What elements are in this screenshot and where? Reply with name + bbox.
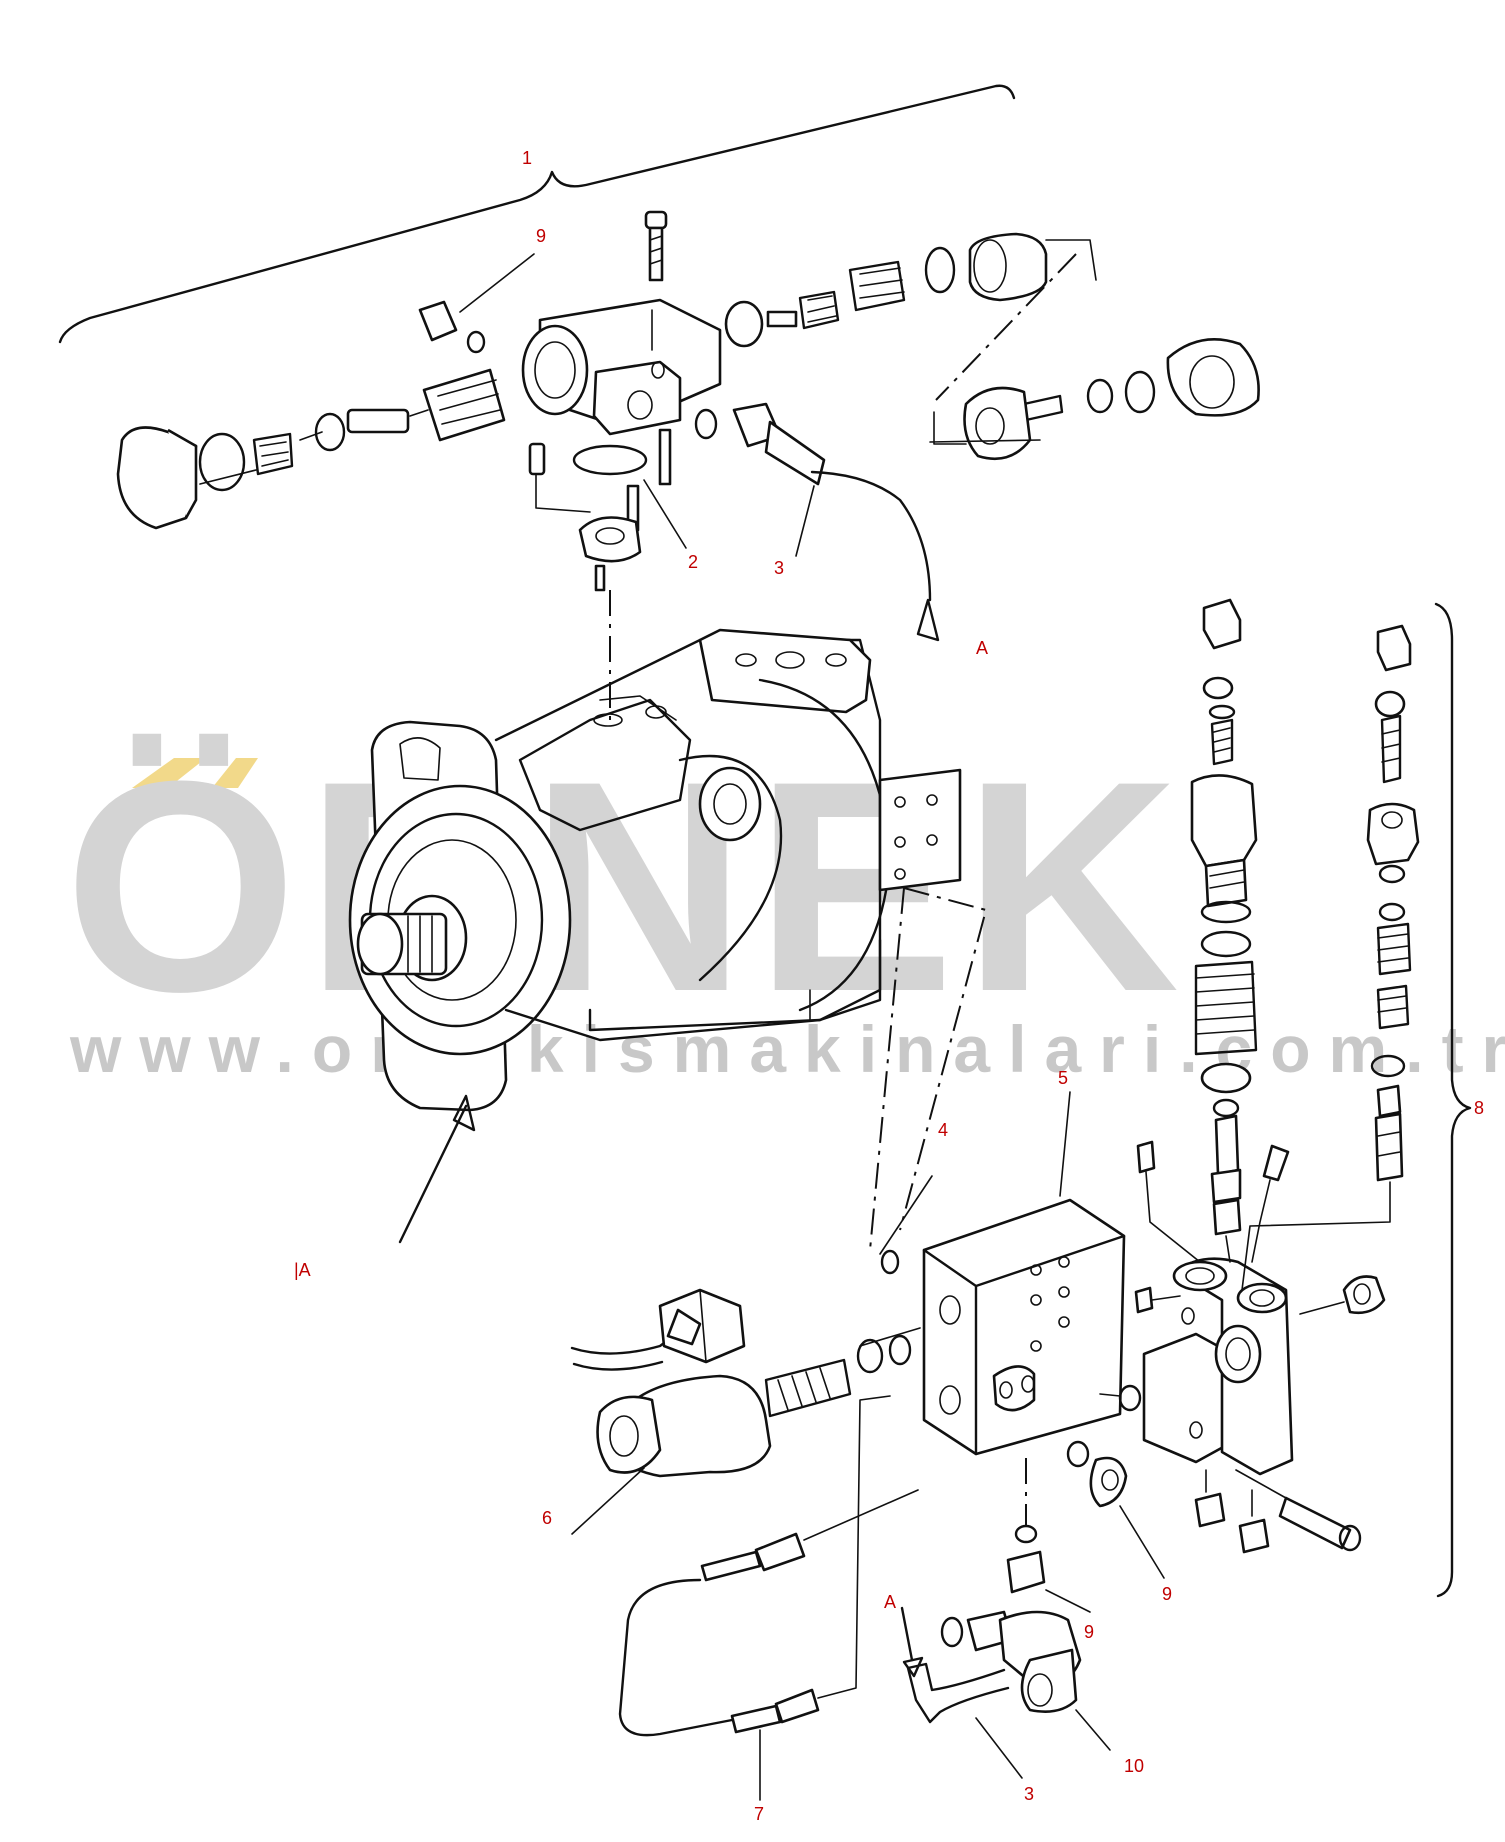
callout-6: 6 (542, 1508, 552, 1528)
oring-and-pins (528, 428, 672, 592)
watermark: ÖRNEK www.ornekismakinalari.com.tr (64, 718, 1505, 1086)
leader-2 (643, 479, 687, 549)
leader-3-bottom (975, 1717, 1023, 1779)
main-pump (348, 628, 962, 1112)
callout-3-top: 3 (774, 558, 784, 578)
assembly-1-bracket (58, 84, 1016, 344)
leader-9-right (1119, 1505, 1165, 1579)
callout-a-bottom: A (884, 1592, 896, 1612)
arrow-a-bottom (900, 1606, 924, 1678)
watermark-url: www.ornekismakinalari.com.tr (69, 1012, 1505, 1086)
bolts-8 (1194, 1469, 1362, 1554)
plug-9-right (1066, 1440, 1128, 1508)
leader-3-top (795, 485, 815, 557)
callout-10: 10 (1124, 1756, 1144, 1776)
top-right-spring-stack (724, 232, 1097, 348)
oring-4 (880, 1249, 900, 1275)
callout-3-bottom: 3 (1024, 1784, 1034, 1804)
plug-9-mid (1006, 1458, 1046, 1594)
fitting-10 (906, 1610, 1082, 1724)
callout-a-left: |A (294, 1260, 311, 1280)
left-spool-stack (116, 368, 506, 530)
watermark-brand: ÖRNEK (64, 718, 1187, 1054)
leader-5 (1059, 1091, 1071, 1197)
plug-9-top (418, 300, 486, 354)
leader-6 (571, 1467, 645, 1535)
callout-4: 4 (938, 1120, 948, 1140)
manifold-block-5 (922, 1198, 1126, 1456)
sender-3-top (694, 402, 940, 642)
callout-a-top: A (976, 638, 988, 658)
cartridge-left (1190, 598, 1258, 1263)
top-valve-body (521, 298, 722, 436)
valve-body-8 (1099, 1257, 1386, 1476)
arrow-a-left (398, 1094, 476, 1244)
callout-5: 5 (1058, 1068, 1068, 1088)
top-screw (644, 210, 668, 282)
callout-2: 2 (688, 552, 698, 572)
watermark-accent-mark (212, 758, 258, 788)
axis-pump-to-manifold-2 (869, 887, 905, 1251)
callout-7: 7 (754, 1804, 764, 1824)
leader-10 (1075, 1709, 1111, 1751)
callout-9-mid: 9 (1084, 1622, 1094, 1642)
sender-7 (618, 1395, 919, 1737)
right-cap-assembly (929, 253, 1260, 461)
callout-1: 1 (522, 148, 532, 168)
callout-9-right: 9 (1162, 1584, 1172, 1604)
callout-8: 8 (1474, 1098, 1484, 1118)
leader-9-mid (1045, 1589, 1091, 1613)
callouts: 1 9 2 3 A 8 5 4 |A 6 9 A 9 10 3 7 (294, 148, 1484, 1824)
leader-9-top (459, 253, 535, 313)
assembly-8-bracket (1434, 602, 1472, 1598)
solenoid-valve-6 (570, 1288, 921, 1478)
cartridge-right (1241, 624, 1420, 1291)
leader-4 (879, 1175, 933, 1255)
watermark-accent-mark (132, 758, 206, 788)
set-screws (1136, 1140, 1290, 1263)
callout-9-top: 9 (536, 226, 546, 246)
